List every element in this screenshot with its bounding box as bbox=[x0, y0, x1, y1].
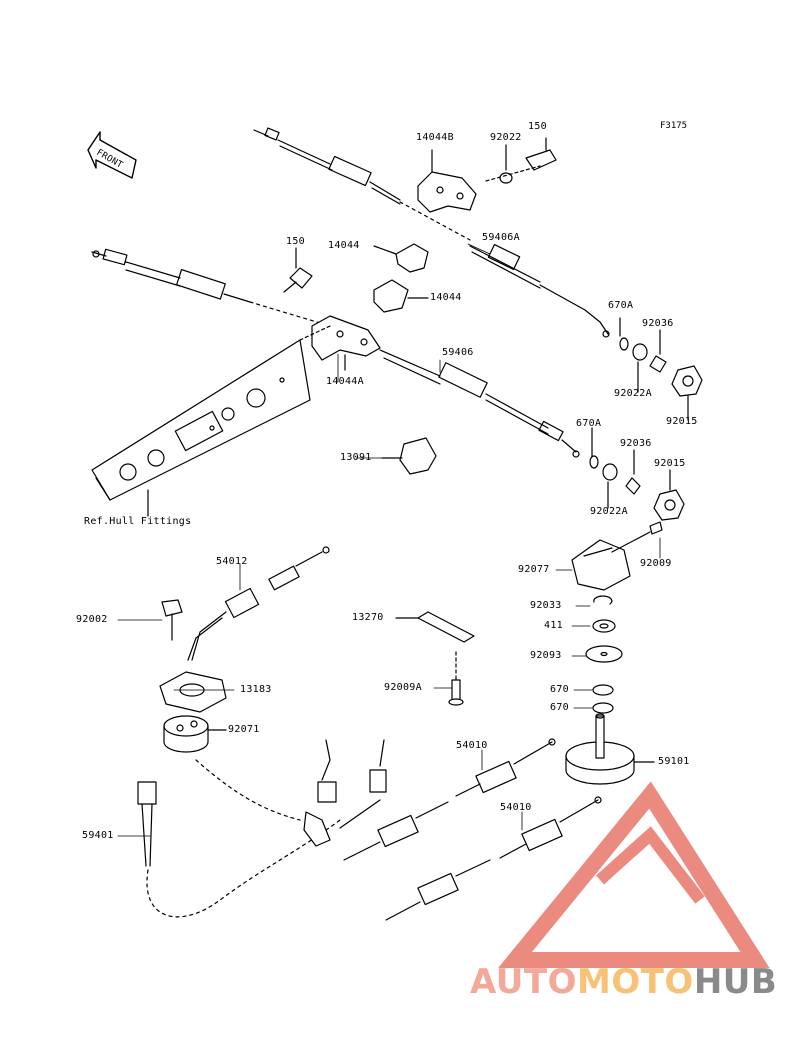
label-54012: 54012 bbox=[216, 556, 248, 567]
label-14044A: 14044A bbox=[326, 376, 364, 387]
leader-lines bbox=[117, 243, 661, 837]
label-54010-2: 54010 bbox=[500, 802, 532, 813]
label-92009: 92009 bbox=[640, 558, 672, 569]
label-670A-2: 670A bbox=[576, 418, 602, 429]
cable-54010-2 bbox=[385, 796, 602, 921]
label-92036-1: 92036 bbox=[642, 318, 674, 329]
fitting-92071 bbox=[163, 715, 227, 753]
label-411: 411 bbox=[544, 620, 563, 631]
lock-washer-92036-2 bbox=[625, 477, 641, 495]
drum-59101 bbox=[565, 713, 655, 785]
gasket-13183 bbox=[159, 671, 227, 713]
automotohub-logo-icon bbox=[498, 781, 770, 968]
bolt-150-top bbox=[525, 137, 557, 171]
label-54010-1: 54010 bbox=[456, 740, 488, 751]
lock-washer-92036-1 bbox=[649, 355, 667, 373]
cable-59406 bbox=[91, 248, 580, 458]
o-ring-670A-1 bbox=[619, 337, 629, 351]
watermark-auto: AUTO bbox=[470, 962, 577, 1002]
figure-code: F3175 bbox=[660, 121, 688, 131]
label-92022A-2: 92022A bbox=[590, 506, 628, 517]
label-14044-a: 14044 bbox=[328, 240, 360, 251]
clip-92033 bbox=[593, 595, 613, 605]
bracket-14044A bbox=[311, 315, 381, 371]
washer-92022 bbox=[499, 172, 513, 184]
nut-92015-1 bbox=[671, 365, 703, 397]
clamp-14044-b bbox=[373, 279, 429, 313]
label-92022-top: 92022 bbox=[490, 132, 522, 143]
o-ring-670-2 bbox=[592, 702, 614, 714]
washer-411 bbox=[592, 619, 616, 633]
watermark-moto: MOTO bbox=[576, 962, 694, 1002]
label-92015-1: 92015 bbox=[666, 416, 698, 427]
label-92071: 92071 bbox=[228, 724, 260, 735]
washer-92022A-2 bbox=[602, 463, 618, 481]
o-ring-670-1 bbox=[592, 684, 614, 696]
bolt-92002 bbox=[161, 599, 183, 641]
label-92015-2: 92015 bbox=[654, 458, 686, 469]
label-59406: 59406 bbox=[442, 347, 474, 358]
screw-92009A bbox=[448, 651, 464, 706]
label-92022A-1: 92022A bbox=[614, 388, 652, 399]
bracket-14044B bbox=[417, 149, 477, 213]
clamp-14044-a bbox=[373, 243, 429, 273]
label-92036-2: 92036 bbox=[620, 438, 652, 449]
screw-92009 bbox=[611, 521, 663, 553]
label-13270: 13270 bbox=[352, 612, 384, 623]
front-arrow-icon bbox=[87, 131, 137, 179]
label-14044B: 14044B bbox=[416, 132, 454, 143]
cable-59406A bbox=[253, 127, 610, 338]
bolt-150-mid bbox=[283, 247, 313, 293]
washer-92093 bbox=[585, 645, 623, 663]
label-92002: 92002 bbox=[76, 614, 108, 625]
hull-fitting-panel bbox=[91, 325, 331, 517]
label-150-top: 150 bbox=[528, 121, 547, 132]
label-92009A: 92009A bbox=[384, 682, 422, 693]
label-670A-1: 670A bbox=[608, 300, 634, 311]
washer-92022A-1 bbox=[632, 343, 648, 361]
label-92077: 92077 bbox=[518, 564, 550, 575]
knob-92077 bbox=[571, 539, 631, 591]
throttle-linkage bbox=[195, 739, 387, 847]
label-13091: 13091 bbox=[340, 452, 372, 463]
plate-13270 bbox=[395, 611, 475, 643]
label-670-2: 670 bbox=[550, 702, 569, 713]
automotohub-watermark: AUTOMOTOHUB bbox=[470, 962, 777, 1002]
nut-92015-2 bbox=[653, 489, 685, 521]
label-59101: 59101 bbox=[658, 756, 690, 767]
block-13091 bbox=[381, 437, 437, 475]
label-92093: 92093 bbox=[530, 650, 562, 661]
dipstick-59401 bbox=[137, 781, 341, 918]
label-150-mid: 150 bbox=[286, 236, 305, 247]
label-59401: 59401 bbox=[82, 830, 114, 841]
watermark-hub: HUB bbox=[693, 962, 778, 1002]
label-59406A: 59406A bbox=[482, 232, 520, 243]
cable-54012 bbox=[187, 546, 330, 661]
cable-54010-1 bbox=[343, 738, 556, 861]
label-92033: 92033 bbox=[530, 600, 562, 611]
o-ring-670A-2 bbox=[589, 455, 599, 469]
label-13183: 13183 bbox=[240, 684, 272, 695]
ref-hull-fittings-label: Ref.Hull Fittings bbox=[84, 516, 192, 527]
label-14044-b: 14044 bbox=[430, 292, 462, 303]
label-670-1: 670 bbox=[550, 684, 569, 695]
